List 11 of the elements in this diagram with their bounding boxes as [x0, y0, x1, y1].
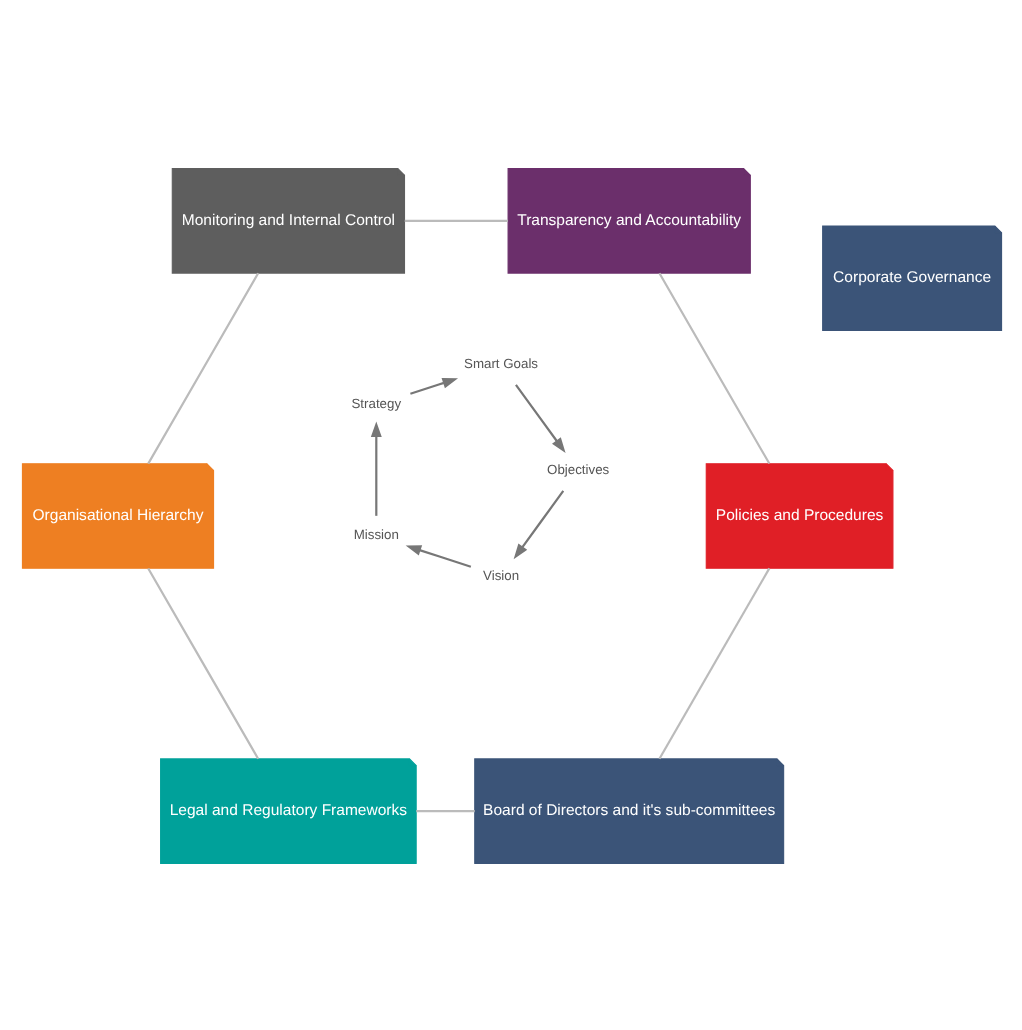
arrow	[514, 383, 565, 453]
connector	[657, 566, 770, 759]
arrow	[404, 544, 471, 567]
arrow	[512, 489, 564, 559]
connector	[403, 218, 507, 221]
arrow	[409, 376, 458, 394]
arrow	[369, 420, 381, 515]
connector	[415, 809, 474, 812]
connector	[146, 566, 259, 759]
connector	[657, 271, 770, 464]
connector	[146, 271, 259, 464]
